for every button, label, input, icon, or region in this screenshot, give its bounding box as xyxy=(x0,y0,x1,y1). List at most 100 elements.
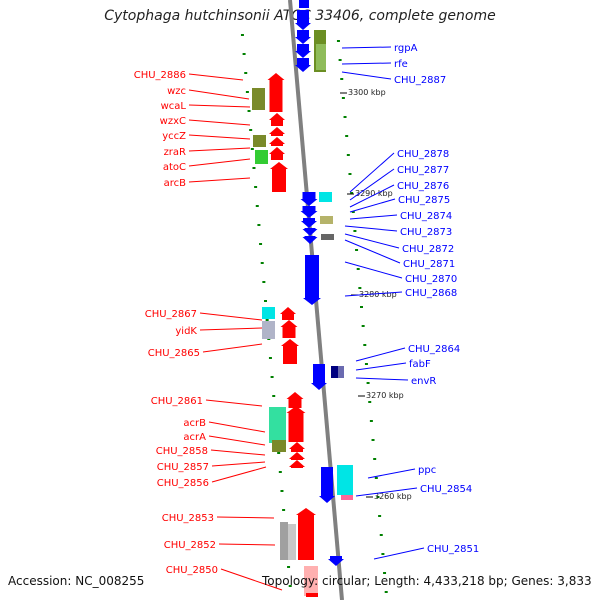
tick-dot xyxy=(259,243,263,245)
tick-dot xyxy=(249,129,253,131)
tick-dot xyxy=(343,116,347,118)
tick-dot xyxy=(373,458,377,460)
gene-label-left: CHU_2853 xyxy=(162,513,214,524)
domain-box xyxy=(262,321,275,339)
tick-dot xyxy=(280,490,284,492)
tick-dot xyxy=(360,306,363,308)
gene-label-left: arcB xyxy=(164,178,187,189)
label-leader-right xyxy=(355,487,418,497)
tick-dot xyxy=(383,572,387,574)
tick-dot xyxy=(366,382,370,384)
label-leader-left xyxy=(208,421,266,433)
gene-arrow xyxy=(281,339,299,364)
gene-label-right: CHU_2868 xyxy=(405,288,457,299)
gene-arrow xyxy=(295,10,311,30)
gene-arrow xyxy=(300,192,318,206)
domain-box xyxy=(255,150,268,164)
gene-arrow xyxy=(280,307,296,320)
tick-dot xyxy=(356,268,360,270)
gene-arrow xyxy=(286,392,304,408)
label-leader-right xyxy=(349,168,395,201)
tick-dot xyxy=(364,363,368,365)
tick-dot xyxy=(348,173,352,175)
topology-text: Topology: circular; Length: 4,433,218 bp… xyxy=(262,574,592,588)
tick-dot xyxy=(341,97,345,99)
gene-label-right: CHU_2854 xyxy=(420,484,472,495)
gene-arrow xyxy=(300,206,318,218)
tick-dot xyxy=(272,395,276,397)
tick-dot xyxy=(242,53,246,55)
label-leader-right xyxy=(344,239,401,264)
tick-dot xyxy=(278,471,282,473)
gene-label-left: wzc xyxy=(167,86,186,97)
gene-label-left: zraR xyxy=(164,147,186,158)
gene-arrow xyxy=(269,113,285,126)
tick-dot xyxy=(379,534,383,536)
tick-dot xyxy=(250,148,254,150)
tick-dot xyxy=(358,287,362,289)
gene-label-right: CHU_2864 xyxy=(408,344,460,355)
domain-box xyxy=(320,216,333,224)
gene-arrow xyxy=(269,147,285,160)
tick-dot xyxy=(255,205,259,207)
gene-label-left: yccZ xyxy=(162,131,186,142)
domain-box xyxy=(304,566,318,596)
tick-dot xyxy=(351,211,355,213)
gene-label-right: CHU_2870 xyxy=(405,274,457,285)
gene-label-left: atoC xyxy=(163,162,186,173)
label-leader-left xyxy=(210,449,266,456)
tick-dot xyxy=(252,167,256,169)
label-leader-left xyxy=(188,73,244,81)
gene-label-right: CHU_2874 xyxy=(400,211,452,222)
tick-dot xyxy=(350,192,354,194)
gene-label-right: rfe xyxy=(394,59,408,70)
label-leader-left xyxy=(188,104,251,108)
accession-text: Accession: NC_008255 xyxy=(8,574,145,588)
tick-dot xyxy=(254,186,258,188)
gene-label-left: CHU_2867 xyxy=(145,309,197,320)
domain-box xyxy=(319,192,332,202)
gene-arrow xyxy=(280,320,298,338)
tick-dot xyxy=(381,553,385,555)
tick-dot xyxy=(346,154,350,156)
label-leader-left xyxy=(220,568,283,591)
gene-arrow xyxy=(286,406,306,442)
label-leader-left xyxy=(188,177,251,183)
gene-arrow xyxy=(301,218,317,228)
label-leader-left xyxy=(199,327,263,331)
gene-arrow xyxy=(302,236,318,244)
tick-label: 3270 kbp xyxy=(366,391,404,400)
tick-dot xyxy=(262,281,266,283)
label-leader-left xyxy=(188,119,251,126)
gene-arrow xyxy=(289,452,305,460)
gene-label-left: CHU_2850 xyxy=(166,565,218,576)
tick-dot xyxy=(282,509,286,511)
label-leader-right xyxy=(344,225,398,232)
label-leader-right xyxy=(344,233,400,249)
tick-dot xyxy=(260,262,264,264)
domain-box xyxy=(306,593,318,597)
gene-label-left: CHU_2856 xyxy=(157,478,209,489)
gene-label-left: CHU_2858 xyxy=(156,446,208,457)
tick-dot xyxy=(338,59,342,61)
label-leader-left xyxy=(188,147,251,152)
gene-arrow xyxy=(269,137,285,146)
domain-box xyxy=(280,522,288,560)
domain-box xyxy=(321,234,334,240)
label-leader-right xyxy=(367,468,416,479)
gene-label-left: wcaL xyxy=(161,101,187,112)
gene-arrow xyxy=(267,73,285,112)
tick-dot xyxy=(369,420,373,422)
tick-dot xyxy=(240,34,244,36)
tick-dot xyxy=(376,496,380,498)
gene-label-right: envR xyxy=(411,376,436,387)
gene-label-left: acrA xyxy=(183,432,206,443)
label-leader-left xyxy=(216,516,275,519)
label-leader-right xyxy=(341,71,392,80)
tick-dot xyxy=(287,566,291,568)
gene-label-right: CHU_2871 xyxy=(403,259,455,270)
tick-dot xyxy=(345,135,349,137)
domain-box xyxy=(269,407,286,443)
